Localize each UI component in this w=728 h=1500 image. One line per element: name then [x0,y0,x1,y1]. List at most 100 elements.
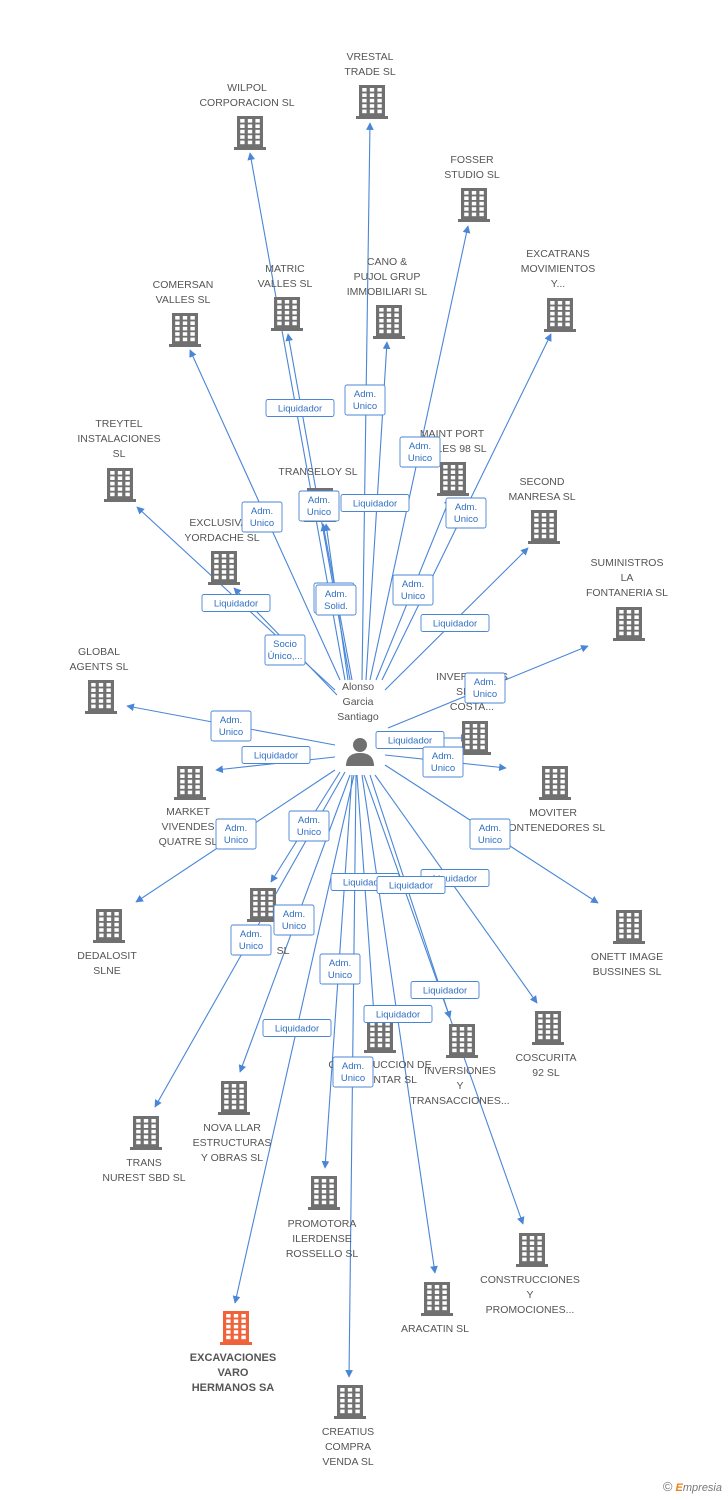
edge-label-moviter[interactable]: Adm.Unico [422,746,464,778]
edge-label-line: Adm. [409,441,431,452]
edge-label-text: Adm.Solid. [324,589,348,612]
node-label-market-line: MARKET [166,806,210,818]
edge-label-second[interactable]: Liquidador [420,614,490,632]
edge-label-text: Adm.Unico [224,823,248,846]
edge-label-line: Unico [353,401,377,412]
edge-label-text: Liquidador [433,874,477,885]
edge-labels-layer: Adm.UnicoLiquidadorAdm.UnicoAdm.UnicoAdm… [201,384,511,1088]
edge-label-suministros[interactable]: Adm.Unico [464,672,506,704]
edge-label-line: Adm. [479,823,501,834]
node-label-wilpol-line: WILPOL [227,82,267,94]
edge-label-text: Adm.Unico [401,579,425,602]
edge-label-wilpol[interactable]: Liquidador [265,399,335,417]
edge-label-line: Adm. [225,823,247,834]
edge-label-construcciones[interactable]: Liquidador [410,981,480,999]
edge-label-text: Liquidador [254,751,298,762]
node-label-excatrans-line: EXCATRANS [526,248,589,260]
edge-label-line: Adm. [251,506,273,517]
building-icon-hidden_sl [247,888,279,922]
edge-label-line: Unico [328,970,352,981]
edge-label-aracatin[interactable]: Liquidador [363,1005,433,1023]
node-label-treytel-line: INSTALACIONES [77,433,160,445]
node-label-nova_llar-line: Y OBRAS SL [201,1152,263,1164]
edge-label-text: Liquidador [343,878,387,889]
edge-label-text: Adm.Unico [473,677,497,700]
node-label-treytel-line: SL [113,448,126,460]
edge-label-line: Adm. [240,929,262,940]
edge-label-matric[interactable]: Adm.Unico [298,490,340,522]
edge-label-text: Liquidador [376,1010,420,1021]
edge-label-line: Liquidador [376,1010,420,1021]
edge-label-transeloy[interactable]: Liquidador [340,494,410,512]
edge-label-creatius[interactable]: Adm.Unico [332,1056,374,1088]
edge-label-excavaciones[interactable]: Liquidador [262,1019,332,1037]
building-icon-second [528,510,560,544]
edge-label-fosser[interactable]: Adm.Unico [399,436,441,468]
edge-aracatin [361,774,438,1274]
building-icon-onett [613,910,645,944]
edge-label-promotora[interactable]: Adm.Unico [319,953,361,985]
edge-label-text: Liquidador [353,499,397,510]
edge-label-nova_llar[interactable]: Adm.Unico [273,904,315,936]
copyright-symbol: © [662,1479,673,1494]
edge-label-market[interactable]: Liquidador [241,746,311,764]
edge-label-comersan[interactable]: Adm.Unico [241,501,283,533]
node-label-fosser-line: FOSSER [450,154,494,166]
node-label-excatrans-line: Y... [551,278,565,290]
edge-label-onett[interactable]: Adm.Unico [469,818,511,850]
edge-label-line: Adm. [474,677,496,688]
edge-label-line: Adm. [308,495,330,506]
node-label-comersan-line: VALLES SL [156,294,211,306]
node-label-inversiones_trans-line: Y [456,1080,463,1092]
edge-label-maintport[interactable]: Adm.Unico [392,574,434,606]
edge-label-global[interactable]: Adm.Unico [210,710,252,742]
edge-label-hidden_sl[interactable]: Adm.Unico [288,810,330,842]
node-label-trans_nurest-line: NUREST SBD SL [102,1172,185,1184]
edge-label-line: Liquidador [433,619,477,630]
edge-label-transeloy[interactable]: Adm.Solid. [315,584,357,616]
edge-label-treytel[interactable]: Liquidador [201,594,271,612]
node-label-comersan-line: COMERSAN [153,279,214,291]
edge-label-dedalosit[interactable]: Adm.Unico [215,818,257,850]
edge-label-line: Unico [401,591,425,602]
edge-label-text: Adm.Unico [297,815,321,838]
edge-label-excatrans[interactable]: Adm.Unico [445,497,487,529]
edge-label-line: Unico [307,507,331,518]
node-label-exclusivas-line: EXCLUSIVAS [189,517,254,529]
edge-label-text: Adm.Unico [353,389,377,412]
node-label-coscurita-line: 92 SL [532,1067,560,1079]
node-label-suministros-line: FONTANERIA SL [586,587,668,599]
node-label-aracatin-line: ARACATIN SL [401,1323,469,1335]
edge-label-line: Adm. [220,715,242,726]
brand-watermark: © Empresia [663,1479,722,1494]
node-label-excavaciones-line: HERMANOS SA [192,1382,275,1394]
edge-label-text: Adm.Unico [239,929,263,952]
node-label-cano-line: CANO & [367,256,407,268]
edge-label-inversiones_trans[interactable]: Liquidador [376,876,446,894]
building-icon-comersan [169,313,201,347]
edge-label-inversiones_sig[interactable]: Liquidador [375,731,445,749]
node-label-suministros-line: SUMINISTROS [591,557,664,569]
node-label-construcciones-line: CONSTRUCCIONES [480,1274,580,1286]
node-label-onett-line: BUSSINES SL [593,966,662,978]
edge-label-line: Adm. [455,502,477,513]
node-label-hidden_sl: SL [277,945,290,957]
edge-label-text: Liquidador [389,881,433,892]
building-icon-excatrans [544,298,576,332]
edge-label-trans_nurest[interactable]: Adm.Unico [230,924,272,956]
edge-label-line: Socio [273,639,297,650]
edge-construccion_de [356,774,378,1016]
edge-label-line: Unico [250,518,274,529]
node-label-global-line: GLOBAL [78,646,120,658]
edge-label-vrestal[interactable]: Adm.Unico [344,384,386,416]
edge-excavaciones [232,774,355,1304]
building-icon-construccion_de [364,1019,396,1053]
building-icon-dedalosit [93,909,125,943]
building-icon-matric [271,297,303,331]
